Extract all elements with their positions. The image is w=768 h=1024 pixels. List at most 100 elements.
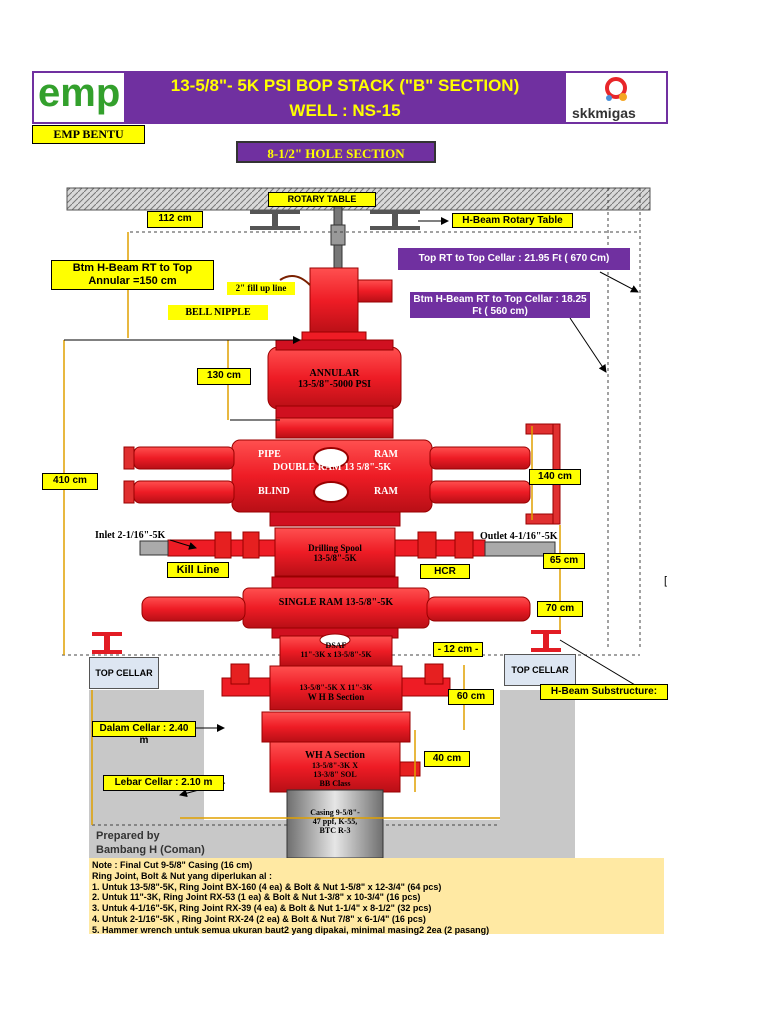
single-ram-label: SINGLE RAM 13-5/8"-5K [278, 597, 394, 608]
skkmigas-logo: skkmigas [566, 73, 666, 122]
single-ram-actuator-left [141, 596, 246, 622]
emp-logo: emp [34, 71, 124, 122]
dim-410-label: 410 cm [42, 473, 98, 490]
dim-140-label: 140 cm [529, 469, 581, 485]
h-beam-rotary-table-left [250, 210, 300, 230]
bell-nipple [309, 267, 359, 335]
double-ram-label: DOUBLE RAM 13 5/8"-5K [272, 462, 392, 473]
wellhead-b-section [269, 665, 403, 711]
hcr-label: HCR [420, 564, 470, 579]
drilling-spool-label: Drilling Spool 13-5/8"-5K [275, 543, 395, 563]
casing-label: Casing 9-5/8"- 47 ppf, K-55, BTC R-3 [287, 808, 383, 835]
dim-60-label: 60 cm [448, 689, 494, 705]
kill-hose [139, 540, 169, 556]
pipe-ram-actuator-right [429, 446, 531, 470]
rotary-table-label: ROTARY TABLE [268, 192, 376, 207]
prepared-by: Prepared by Bambang H (Coman) [96, 829, 205, 858]
h-beam-substructure-label: H-Beam Substructure: [540, 684, 668, 700]
casing-spec-2: 47 ppf, K-55, [312, 817, 358, 826]
blind-label: BLIND [258, 486, 290, 497]
well-name: WELL : NS-15 [289, 101, 401, 120]
h-beam-substructure-left [92, 632, 122, 654]
blind-ram-label: RAM [374, 486, 398, 497]
kill-valve-2 [242, 531, 260, 559]
dim-65-label: 65 cm [543, 553, 585, 569]
prepared-by-title: Prepared by [96, 830, 160, 842]
edge-mark: [ [664, 575, 668, 587]
wellhead-a-section [269, 741, 401, 793]
choke-valve [454, 531, 474, 559]
btm-hbeam-annular-label: Btm H-Beam RT to Top Annular =150 cm [51, 260, 214, 290]
btm-hbeam-cellar-label: Btm H-Beam RT to Top Cellar : 18.25 Ft (… [410, 292, 590, 318]
pipe-label: PIPE [258, 449, 281, 460]
inlet-label: Inlet 2-1/16"-5K [95, 530, 166, 541]
note-line: 2. Untuk 11"-3K, Ring Joint RX-53 (1 ea)… [92, 892, 421, 903]
notes-box: Note : Final Cut 9-5/8" Casing (16 cm) R… [89, 858, 664, 935]
location-label: EMP BENTU [32, 125, 145, 144]
note-line: 1. Untuk 13-5/8"-5K, Ring Joint BX-160 (… [92, 881, 442, 892]
whb-valve-left [230, 663, 250, 685]
fill-up-line-outlet [357, 279, 393, 303]
dim-70-label: 70 cm [537, 601, 583, 617]
outlet-label: Outlet 4-1/16"-5K [480, 531, 558, 542]
drilling-spool-title: Drilling Spool [308, 543, 362, 553]
top-rt-cellar-label: Top RT to Top Cellar : 21.95 Ft ( 670 Cm… [398, 248, 630, 270]
blind-ram-actuator-left [133, 480, 235, 504]
emp-logo-text: emp [38, 71, 121, 115]
note-line: Ring Joint, Bolt & Nut yang diperlukan a… [92, 870, 273, 881]
dim-40-label: 40 cm [424, 751, 470, 767]
page-title: 13-5/8"- 5K PSI BOP STACK ("B" SECTION) [170, 76, 520, 95]
whb-spec: 13-5/8"-5K X 11"-3K [299, 683, 373, 692]
lebar-cellar-label: Lebar Cellar : 2.10 m [103, 775, 224, 791]
whb-valve-right [424, 663, 444, 685]
drilling-spool-spec: 13-5/8"-5K [313, 553, 357, 563]
wha-label: WH A Section 13-5/8"-3K X 13-3/8" SOL BB… [270, 750, 400, 788]
note-line: Note : Final Cut 9-5/8" Casing (16 cm) [92, 860, 253, 870]
pipe-ram-actuator-left [133, 446, 235, 470]
dalam-cellar-label: Dalam Cellar : 2.40 m [92, 721, 196, 746]
wha-spec-2: 13-3/8" SOL [313, 770, 357, 779]
choke-hose [484, 541, 556, 557]
h-beam-substructure-right [531, 630, 561, 652]
single-ram [242, 587, 430, 629]
fill-up-line-label: 2" fill up line [227, 282, 295, 295]
h-beam-rotary-table-right [370, 210, 420, 230]
wha-spec-3: BB Class [319, 779, 351, 788]
blind-ram-actuator-right [429, 480, 531, 504]
dsaf-spec: 11"-3K x 13-5/8"-5K [300, 650, 372, 659]
dsaf-label: DSAF 11"-3K x 13-5/8"-5K [280, 641, 392, 659]
kill-valve-1 [214, 531, 232, 559]
dim-12-label: - 12 cm - [433, 642, 483, 657]
annular-title: ANNULAR [309, 368, 360, 379]
dim-130-label: 130 cm [197, 368, 251, 385]
annular-spec: 13-5/8"-5000 PSI [297, 379, 372, 390]
prepared-by-name: Bambang H (Coman) [96, 844, 205, 857]
skkmigas-logo-text: skkmigas [572, 105, 636, 121]
casing-spec-3: BTC R-3 [319, 826, 351, 835]
wha-valve [399, 761, 421, 777]
note-line: 5. Hammer wrench untuk semua ukuran baut… [92, 924, 490, 935]
casing-spec-1: Casing 9-5/8"- [310, 808, 360, 817]
wha-spec-1: 13-5/8"-3K X [312, 761, 358, 770]
whb-label: 13-5/8"-5K X 11"-3K W H B Section [270, 683, 402, 702]
single-ram-actuator-right [426, 596, 531, 622]
top-cellar-right-label: TOP CELLAR [504, 654, 576, 686]
dim-112-label: 112 cm [147, 211, 203, 228]
note-line: 3. Untuk 4-1/16"-5K, Ring Joint RX-39 (4… [92, 903, 432, 914]
pipe-ram-label: RAM [374, 449, 398, 460]
header-bar [32, 71, 668, 124]
kill-line-label: Kill Line [167, 562, 229, 578]
hcr-valve [417, 531, 437, 559]
skkmigas-emblem-icon [605, 77, 627, 101]
drilling-spool [274, 527, 396, 577]
wha-title: WH A Section [304, 750, 365, 761]
top-cellar-left-label: TOP CELLAR [89, 657, 159, 689]
dsaf-title: DSAF [325, 641, 347, 650]
whb-title: W H B Section [307, 692, 365, 702]
section-title: 8-1/2" HOLE SECTION [236, 141, 436, 163]
bell-nipple-label: BELL NIPPLE [168, 305, 268, 320]
annular-label: ANNULAR 13-5/8"-5000 PSI [268, 368, 401, 390]
note-line: 4. Untuk 2-1/16"-5K , Ring Joint RX-24 (… [92, 913, 426, 924]
h-beam-rotary-table-label: H-Beam Rotary Table [452, 213, 573, 228]
